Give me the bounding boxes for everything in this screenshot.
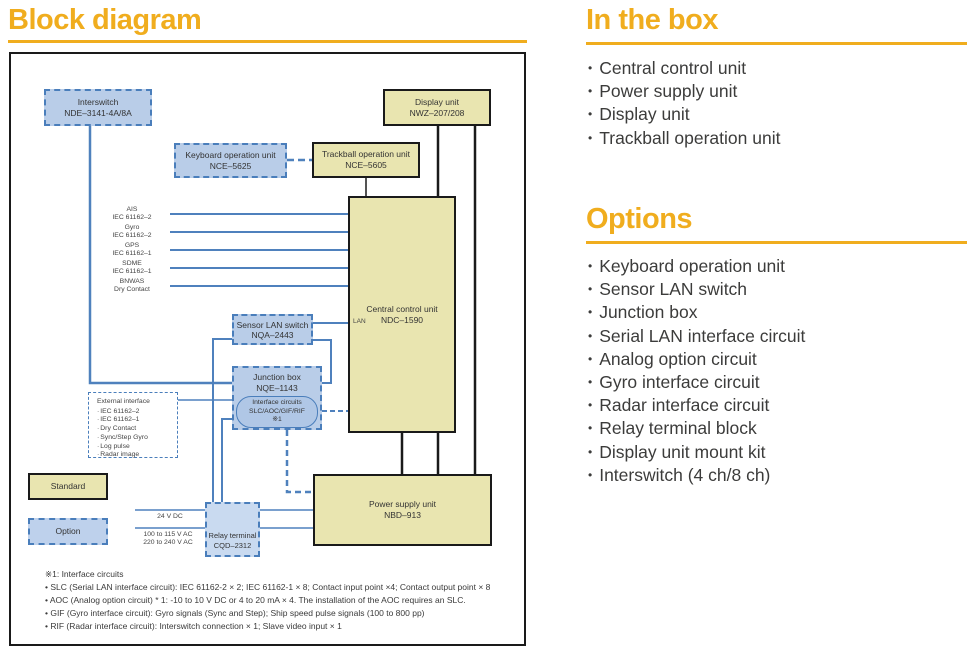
list-item: Analog option circuit: [588, 348, 805, 371]
list-item: Display unit mount kit: [588, 441, 805, 464]
external-interface-item: IEC 61162–1: [97, 416, 175, 425]
power-input-dc-label: 24 V DC: [157, 513, 183, 520]
interface-circuits-box: Interface circuits SLC/AOC/GIF/RIF ※1: [236, 396, 318, 428]
box-model: CQD–2312: [213, 541, 252, 550]
relay-terminal-box: Relay terminal CQD–2312: [205, 502, 260, 557]
options-rule: [586, 241, 967, 244]
signal-standard: IEC 61162–1: [112, 268, 152, 275]
signal-label: SDME IEC 61162–1: [96, 259, 168, 277]
signal-standard: IEC 61162–2: [112, 232, 152, 239]
external-interface-item: Radar image: [97, 451, 175, 460]
interswitch-box: Interswitch NDE–3141-4A/8A: [44, 89, 152, 126]
footnote-line: • GIF (Gyro interface circuit): Gyro sig…: [45, 607, 425, 618]
in-the-box-title: In the box: [586, 4, 718, 36]
signal-name: BNWAS: [119, 278, 145, 286]
box-model: NCE–5625: [209, 160, 252, 171]
list-item: Radar interface circuit: [588, 394, 805, 417]
signal-standard: IEC 61162–2: [112, 214, 152, 221]
standard-legend-box: Standard: [28, 473, 108, 500]
list-item: Gyro interface circuit: [588, 371, 805, 394]
options-list: Keyboard operation unitSensor LAN switch…: [588, 255, 805, 487]
list-item: Power supply unit: [588, 80, 780, 103]
power-input-ac-label: 100 to 115 V AC 220 to 240 V AC: [133, 531, 203, 547]
external-interface-item: IEC 61162–2: [97, 408, 175, 417]
central-control-box: Central control unit NDC–1590: [348, 196, 456, 433]
footnote-line: • SLC (Serial LAN interface circuit): IE…: [45, 581, 491, 592]
box-model: NQE–1143: [256, 383, 298, 393]
power-input-ac-line1: 100 to 115 V AC: [143, 531, 193, 538]
external-interface-title: External interface: [97, 398, 150, 405]
signal-standard: Dry Contact: [114, 286, 150, 293]
lan-port-label: LAN: [353, 318, 366, 325]
box-model: NQA–2443: [251, 329, 294, 340]
box-model: NDE–3141-4A/8A: [64, 107, 132, 118]
box-model: NBD–913: [384, 510, 421, 520]
list-item: Sensor LAN switch: [588, 278, 805, 301]
box-name: Junction box: [253, 372, 301, 382]
in-the-box-list: Central control unitPower supply unitDis…: [588, 57, 780, 150]
box-name: Sensor LAN switch: [236, 319, 309, 330]
in-the-box-rule: [586, 42, 967, 45]
keyboard-unit-box: Keyboard operation unit NCE–5625: [174, 143, 287, 178]
signal-name: Gyro: [124, 224, 140, 232]
list-item: Interswitch (4 ch/8 ch): [588, 464, 805, 487]
list-item: Central control unit: [588, 57, 780, 80]
external-interface-item: Log pulse: [97, 443, 175, 452]
option-legend-box: Option: [28, 518, 108, 545]
footnotes: ※1: Interface circuits • SLC (Serial LAN …: [45, 568, 515, 633]
signal-label: Gyro IEC 61162–2: [96, 223, 168, 241]
legend-label: Standard: [50, 481, 86, 491]
signal-standard: IEC 61162–1: [112, 250, 152, 257]
interface-circuits-line: Interface circuits: [252, 399, 302, 407]
signal-label: BNWAS Dry Contact: [96, 277, 168, 295]
box-name: Central control unit: [366, 303, 438, 314]
interface-circuits-line: SLC/AOC/GIF/RIF: [249, 407, 305, 415]
list-item: Display unit: [588, 103, 780, 126]
sensor-lan-box: Sensor LAN switch NQA–2443: [232, 314, 313, 345]
list-item: Junction box: [588, 301, 805, 324]
display-unit-box: Display unit NWZ–207/208: [383, 89, 491, 126]
list-item: Relay terminal block: [588, 417, 805, 440]
box-name: Keyboard operation unit: [185, 149, 276, 160]
sensor-signal-labels: AIS IEC 61162–2 Gyro IEC 61162–2 GPS IEC…: [96, 205, 168, 295]
box-model: NCE–5605: [345, 160, 387, 170]
signal-label: AIS IEC 61162–2: [96, 205, 168, 223]
signal-name: AIS: [126, 206, 138, 214]
signal-label: GPS IEC 61162–1: [96, 241, 168, 259]
external-interface-item: Dry Contact: [97, 425, 175, 434]
box-model: NDC–1590: [380, 314, 424, 325]
footnote-line: ※1: Interface circuits: [45, 569, 124, 579]
options-title: Options: [586, 203, 693, 235]
box-name: Power supply unit: [368, 499, 437, 509]
box-name: Display unit: [415, 96, 459, 107]
list-item: Serial LAN interface circuit: [588, 325, 805, 348]
signal-name: SDME: [122, 260, 142, 268]
block-diagram-rule: [8, 40, 527, 43]
box-name: Trackball operation unit: [321, 149, 411, 159]
power-input-ac-line2: 220 to 240 V AC: [143, 539, 193, 546]
interface-circuits-note-ref: ※1: [272, 416, 282, 424]
block-diagram-title: Block diagram: [8, 4, 202, 36]
external-interface-box: External interface IEC 61162–2IEC 61162–…: [88, 392, 178, 458]
list-item: Keyboard operation unit: [588, 255, 805, 278]
signal-name: GPS: [124, 242, 140, 250]
box-name: Relay terminal: [208, 531, 257, 540]
footnote-line: • RIF (Radar interface circuit): Intersw…: [45, 620, 342, 631]
legend-label: Option: [55, 526, 81, 536]
trackball-unit-box: Trackball operation unit NCE–5605: [312, 142, 420, 178]
external-interface-list: IEC 61162–2IEC 61162–1Dry ContactSync/St…: [97, 408, 175, 460]
footnote-line: • AOC (Analog option circuit) * 1: -10 t…: [45, 594, 466, 605]
power-supply-box: Power supply unit NBD–913: [313, 474, 492, 546]
list-item: Trackball operation unit: [588, 127, 780, 150]
box-model: NWZ–207/208: [409, 107, 465, 118]
box-name: Interswitch: [77, 96, 119, 107]
external-interface-item: Sync/Step Gyro: [97, 434, 175, 443]
